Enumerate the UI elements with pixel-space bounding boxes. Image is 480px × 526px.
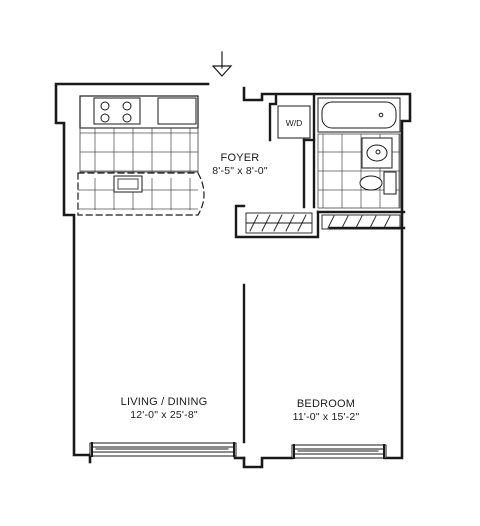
room-name-foyer: FOYER bbox=[220, 152, 260, 164]
window-bedroom bbox=[291, 444, 387, 459]
room-name-living: LIVING / DINING bbox=[120, 396, 208, 408]
outer-walls bbox=[54, 82, 412, 469]
kitchen bbox=[77, 95, 205, 216]
interior-walls bbox=[234, 94, 406, 444]
room-label-foyer: FOYER 8'-5" x 8'-0" bbox=[212, 152, 268, 177]
toilet bbox=[359, 171, 397, 195]
room-label-living: LIVING / DINING 12'-0" x 25'-8" bbox=[121, 396, 208, 421]
room-label-bedroom: BEDROOM 11'-0" x 15'-2" bbox=[293, 398, 360, 423]
bathtub bbox=[317, 97, 401, 133]
room-dims-bedroom: 11'-0" x 15'-2" bbox=[292, 411, 360, 423]
washer-dryer bbox=[277, 105, 311, 139]
window-living bbox=[89, 442, 237, 457]
room-dims-living: 12'-0" x 25'-8" bbox=[130, 409, 198, 421]
room-dims-foyer: 8'-5" x 8'-0" bbox=[212, 165, 268, 177]
room-name-bedroom: BEDROOM bbox=[296, 398, 356, 410]
stove-icon bbox=[93, 97, 141, 125]
arrow-down-icon bbox=[212, 51, 233, 77]
washer-dryer-label: W/D bbox=[286, 118, 303, 128]
closet-rod-foyer bbox=[245, 212, 313, 234]
bathroom-sink bbox=[361, 137, 393, 169]
closet-rod-bedroom bbox=[321, 214, 401, 230]
